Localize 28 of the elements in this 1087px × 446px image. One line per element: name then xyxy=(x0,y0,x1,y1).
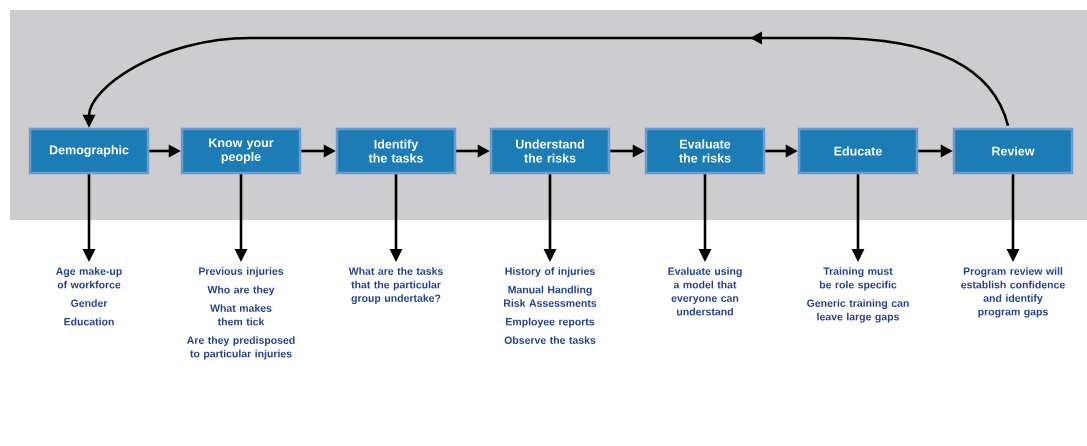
description-text: Program review will establish confidence and identify program gaps xyxy=(961,267,1065,318)
process-box: Demographic xyxy=(28,127,150,175)
arrow xyxy=(1006,174,1020,262)
arrow xyxy=(82,174,96,262)
arrow xyxy=(149,144,181,158)
description-text: Age make-up of workforce Gender Education xyxy=(56,267,122,326)
process-box: Educate xyxy=(797,127,919,175)
arrow xyxy=(234,174,248,262)
process-box: Understand the risks xyxy=(489,127,611,175)
description-text: History of injuries Manual Handling Risk Assessments Employee reports Observe the tasks xyxy=(504,267,597,344)
arrow xyxy=(543,174,557,262)
arrow xyxy=(698,174,712,262)
arrow xyxy=(610,144,645,158)
arrow xyxy=(918,144,953,158)
arrow xyxy=(82,31,1010,128)
arrow xyxy=(851,174,865,262)
description-text: What are the tasks that the particular group undertake? xyxy=(348,267,443,305)
process-box: Evaluate the risks xyxy=(644,127,766,175)
process-box: Know your people xyxy=(180,127,302,175)
description-text: Training must be role specific Generic training can leave large gaps xyxy=(807,267,909,323)
arrow xyxy=(301,144,336,158)
arrow xyxy=(765,144,798,158)
description-text: Evaluate using a model that everyone can understand xyxy=(668,267,742,316)
arrow xyxy=(389,174,403,262)
description-text: Previous injuries Who are they What makes them tick Are they predisposed to particular injuries xyxy=(187,267,295,360)
process-box: Identify the tasks xyxy=(335,127,457,175)
process-box: Review xyxy=(952,127,1074,175)
arrow xyxy=(456,144,490,158)
